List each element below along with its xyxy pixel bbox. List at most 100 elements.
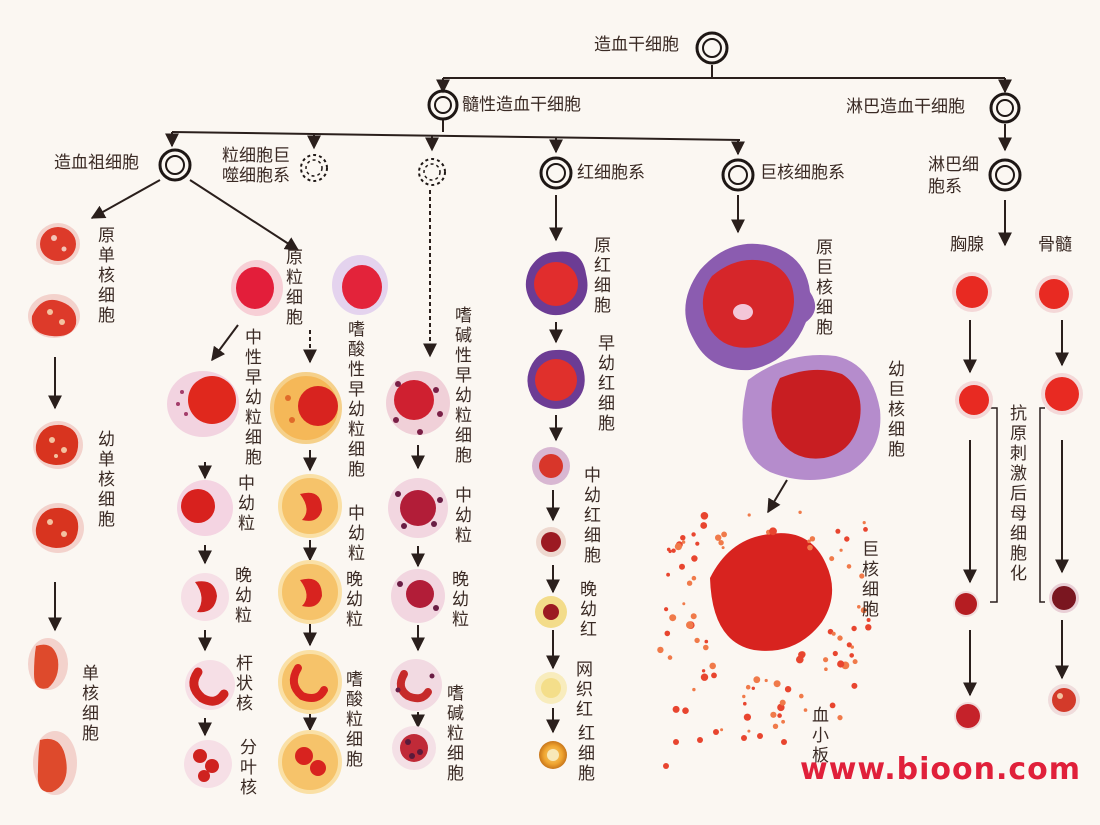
- platelet-dot: [713, 729, 719, 735]
- neutrophil-cells: [167, 260, 283, 788]
- platelet-dot: [672, 705, 680, 713]
- platelet-dot: [798, 510, 802, 514]
- platelet-dot: [784, 686, 792, 693]
- erythroid-series-label: 红细胞系: [577, 163, 645, 183]
- eosinophil-blast-cell: [332, 255, 388, 315]
- reticulocyte-label: 网织红: [576, 660, 593, 720]
- monocyte-cell-2: [33, 731, 77, 795]
- intermediate-erythroblast-cell-2: [536, 527, 566, 557]
- platelet-dot: [772, 723, 779, 729]
- lymphoid-stem-ring: [989, 92, 1021, 124]
- early-erythroblast-cell: [527, 349, 585, 409]
- lymphoid-stem-cell-label: 淋巴造血干细胞: [846, 97, 965, 117]
- megakaryoblast-cell: [685, 243, 816, 371]
- late-erythroblast-label: 晚幼红: [580, 580, 597, 640]
- platelet-dot: [862, 521, 866, 525]
- marrow-lymphoblast-cell: [1035, 275, 1073, 313]
- platelet-dot: [700, 673, 709, 681]
- platelet-dot: [704, 639, 709, 644]
- erythrocyte-label: 红细胞: [578, 724, 595, 784]
- platelet-dot: [777, 713, 782, 718]
- basophil-mature-cell: [392, 726, 436, 770]
- thymus-lymphoblast-cell: [952, 272, 992, 312]
- platelet-dot: [664, 607, 669, 612]
- marrow-mature-cell: [1048, 684, 1080, 716]
- platelet-dot: [743, 701, 747, 706]
- neutrophil-myelocyte-label: 中幼粒: [238, 474, 255, 534]
- platelet-dot: [799, 693, 804, 699]
- band-label: 杆状核: [236, 654, 253, 714]
- platelet-dot: [807, 544, 813, 551]
- eosinophil-mature-label: 嗜酸粒细胞: [346, 670, 363, 770]
- platelet-dot: [829, 702, 836, 709]
- myeloid-stem-cell-label: 髓性造血干细胞: [462, 95, 581, 115]
- basophil-metamyelocyte-cell: [391, 569, 445, 623]
- megakaryocyte-series-label: 巨核细胞系: [760, 163, 845, 183]
- platelet-dot: [751, 686, 755, 690]
- erythrocyte-cell: [539, 741, 567, 769]
- platelet-dot: [769, 527, 777, 536]
- lymphocyte-series-label: 淋巴细胞系: [928, 155, 979, 197]
- platelet-dot: [709, 662, 716, 670]
- platelet-dot: [839, 548, 843, 552]
- platelet-dot: [721, 531, 727, 538]
- thymus-activated-cell: [953, 591, 979, 617]
- platelet-dot: [803, 708, 808, 712]
- platelet-dot: [850, 645, 854, 649]
- platelet-dot: [742, 694, 746, 699]
- platelet-dot: [779, 699, 786, 706]
- proerythroblast-cell: [525, 251, 588, 316]
- megakaryocyte-label: 巨核细胞: [862, 540, 879, 620]
- eosinophil-promyelocyte-label: 嗜酸性早幼粒细胞: [348, 320, 365, 480]
- platelet-dot: [703, 644, 709, 651]
- platelet-dot: [824, 667, 828, 671]
- platelet-dot: [673, 739, 679, 745]
- young-monocyte-label: 幼单核细胞: [98, 430, 115, 530]
- platelet-dot: [721, 546, 725, 550]
- erythroid-series-ring: [539, 156, 573, 190]
- lymph-brackets: [990, 407, 1045, 603]
- basophil-progenitor-ring: [418, 158, 446, 186]
- eosinophil-metamyelocyte-cell: [278, 560, 342, 624]
- platelet-dot: [764, 678, 768, 683]
- eosinophil-myelocyte-cell: [278, 474, 342, 538]
- platelet-dot: [747, 729, 751, 733]
- platelet-dot: [745, 684, 751, 690]
- platelet-dot: [697, 737, 703, 743]
- platelet-dot: [747, 513, 751, 517]
- platelet-dot: [831, 631, 836, 636]
- neutrophil-promyelocyte-label: 中性早幼粒细胞: [245, 328, 262, 468]
- platelet-dot: [781, 739, 787, 745]
- late-erythroblast-cell: [535, 596, 567, 628]
- basophil-cells: [386, 371, 450, 770]
- megakaryocyte-cells: [685, 243, 881, 651]
- megakaryocyte-cell: [710, 533, 833, 651]
- platelet-dot: [663, 763, 669, 769]
- platelet-dot: [753, 676, 761, 684]
- monocyte-label: 单核细胞: [82, 664, 99, 744]
- platelet-dot: [666, 572, 670, 577]
- basophil-metamyelocyte-label: 晚幼粒: [452, 570, 469, 630]
- platelet-dot: [674, 543, 683, 551]
- platelet-dot: [720, 728, 724, 732]
- eosinophil-band-cell: [278, 650, 342, 714]
- platelet-dot: [773, 680, 781, 688]
- platelet-dot: [849, 653, 854, 658]
- platelet-cloud: [657, 510, 872, 769]
- antigen-stimulation-label: 抗原刺激后母细胞化: [1010, 404, 1027, 584]
- platelet-dot: [692, 687, 696, 692]
- eosinophil-myelocyte-label: 中幼粒: [348, 504, 365, 564]
- platelet-dot: [837, 715, 843, 721]
- young-monocyte-cell-2: [32, 503, 84, 553]
- platelet-dot: [715, 534, 722, 541]
- platelet-dot: [718, 540, 724, 546]
- platelet-dot: [837, 660, 845, 668]
- lineage-arrows: [48, 179, 1069, 737]
- band-cell: [185, 660, 235, 710]
- platelet-dot: [682, 602, 686, 606]
- granulocyte-macrophage-label: 粒细胞巨噬细胞系: [222, 146, 290, 186]
- platelet-dot: [770, 711, 777, 718]
- proerythroblast-label: 原红细胞: [594, 236, 611, 316]
- platelet-dot: [690, 613, 697, 620]
- marrow-lymphocyte-cell: [1041, 373, 1083, 415]
